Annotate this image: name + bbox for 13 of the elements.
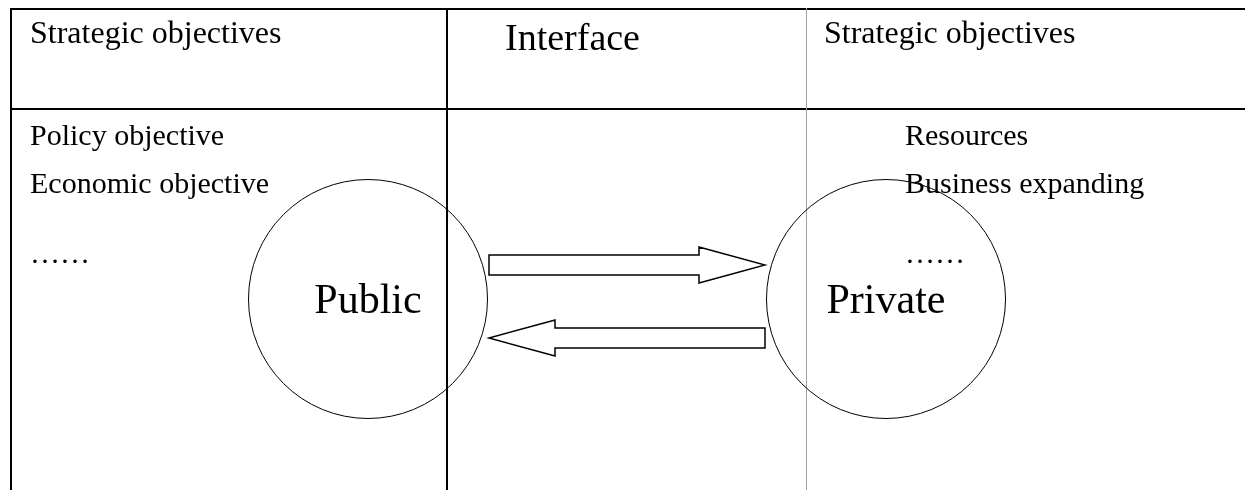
block-arrow bbox=[488, 246, 768, 284]
column-heading: Strategic objectives bbox=[30, 16, 282, 48]
list-item: Resources bbox=[905, 120, 1029, 150]
block-arrow bbox=[486, 319, 766, 357]
column-heading: Interface bbox=[505, 18, 640, 56]
list-item: Economic objective bbox=[30, 168, 270, 198]
column-heading: Strategic objectives bbox=[824, 16, 1076, 48]
list-item: Policy objective bbox=[30, 120, 225, 150]
circle-label: Private bbox=[826, 278, 946, 320]
list-item: …… bbox=[905, 238, 965, 268]
list-item: …… bbox=[30, 238, 90, 268]
list-item: Business expanding bbox=[905, 168, 1145, 198]
circle-label: Public bbox=[314, 278, 422, 320]
